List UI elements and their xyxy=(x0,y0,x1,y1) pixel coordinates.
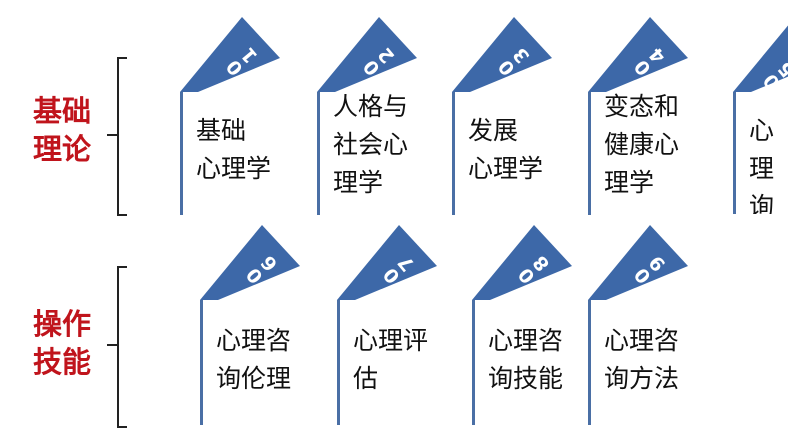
number-tab xyxy=(337,225,437,300)
card-divider xyxy=(180,92,183,215)
card-title: 心理咨 询技能 xyxy=(488,326,564,393)
card-divider xyxy=(588,300,591,425)
bracket-theory xyxy=(117,57,127,216)
card-divider xyxy=(472,300,475,425)
card-divider xyxy=(200,300,203,425)
card-title: 心理咨 询方法 xyxy=(604,326,680,393)
number-tab xyxy=(588,225,688,300)
card-title: 心理 询概 xyxy=(749,116,775,214)
card-divider xyxy=(452,92,455,215)
card-divider xyxy=(733,92,736,214)
number-tab xyxy=(452,17,552,92)
card-divider xyxy=(337,300,340,425)
card-title: 基础 心理学 xyxy=(196,116,272,183)
card-divider xyxy=(588,92,591,215)
card-title: 变态和 健康心 理学 xyxy=(604,92,680,197)
number-tab xyxy=(472,225,572,300)
card-title: 心理评 估 xyxy=(353,326,429,393)
bracket-tick-skills xyxy=(107,344,117,346)
card-divider xyxy=(317,92,320,215)
card-title: 心理咨 询伦理 xyxy=(216,326,292,393)
number-tab xyxy=(180,17,280,92)
bracket-skills xyxy=(117,266,127,428)
bracket-tick-theory xyxy=(107,134,117,136)
section-label-line1: 基础 xyxy=(32,94,91,128)
section-label-line2: 理论 xyxy=(32,132,91,166)
section-label-skills: 操作 技能 xyxy=(22,305,102,381)
number-tab xyxy=(588,17,688,92)
number-tab xyxy=(200,225,300,300)
section-label-line2: 技能 xyxy=(32,345,91,379)
card-title: 发展 心理学 xyxy=(468,116,544,183)
course-card-05[interactable]: 05 心理 询概 xyxy=(733,14,788,214)
card-title: 人格与 社会心 理学 xyxy=(333,92,409,197)
number-tab xyxy=(733,25,788,92)
section-label-theory: 基础 理论 xyxy=(22,92,102,168)
number-tab xyxy=(317,17,417,92)
section-label-line1: 操作 xyxy=(32,307,91,341)
